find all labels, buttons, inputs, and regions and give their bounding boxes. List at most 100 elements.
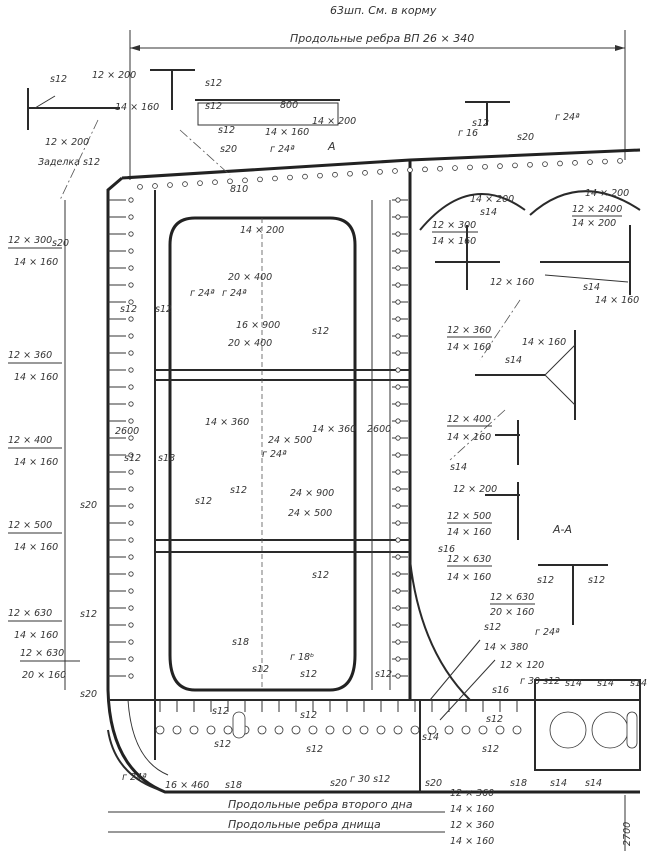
label-r24-a: г 24ª	[270, 144, 295, 155]
detail-top-left	[27, 88, 120, 130]
frame-stiffener-hole	[128, 282, 134, 288]
frame-stiffener-hole	[128, 605, 134, 611]
deck-hole	[332, 171, 338, 178]
double-bottom-hole	[495, 725, 505, 735]
detail-right-1	[540, 225, 631, 295]
label-24x500-a: 24 × 500	[268, 435, 312, 446]
label-24x900: 24 × 900	[290, 488, 334, 499]
deck-holes	[137, 158, 623, 190]
frame-stiffener-hole	[395, 333, 401, 339]
deck-hole	[137, 184, 143, 190]
right-profile-6-top: 12 × 630	[490, 592, 534, 603]
label-s14-i: s14	[550, 778, 567, 789]
deck-hole	[527, 161, 533, 168]
label-14x200-c: 14 × 200	[470, 194, 514, 205]
double-bottom-hole	[172, 725, 182, 735]
bottom-stiff-size-1b: 14 × 160	[450, 804, 494, 815]
frame-stiffener-hole	[395, 282, 401, 288]
frame-stiffener-hole	[395, 197, 401, 203]
deck-hole	[377, 169, 383, 175]
label-14x380: 14 × 380	[484, 642, 528, 653]
double-bottom-hole	[342, 725, 352, 735]
left-profile-4-bottom: 14 × 160	[14, 542, 58, 553]
frame-stiffener-hole	[128, 520, 134, 526]
deck-hole	[467, 164, 473, 171]
detail-right-4	[435, 225, 500, 290]
frame-stiffener-hole	[395, 656, 401, 662]
label-s12-m: s12	[80, 609, 97, 620]
label-2600-b: 2600	[367, 424, 391, 435]
frame-stiffener-hole	[395, 520, 401, 526]
deck-hole	[602, 158, 608, 165]
right-profile-5-top: 12 × 630	[447, 554, 491, 565]
left-profile-1-bottom: 14 × 160	[14, 257, 58, 268]
label-810: 810	[230, 184, 248, 195]
label-s12-b: s12	[205, 78, 222, 89]
right-frame-stiffeners	[392, 197, 408, 679]
bilge-inner	[127, 699, 169, 776]
frame-stiffener-hole	[395, 452, 401, 458]
frame-stiffener-hole	[395, 248, 401, 254]
left-profile-3-bottom: 14 × 160	[14, 457, 58, 468]
bottom-box-openings	[232, 711, 638, 749]
label-s12-r: s12	[212, 706, 229, 717]
frame-stiffener-hole	[128, 248, 134, 254]
label-s12-v: s12	[306, 744, 323, 755]
deck-hole	[572, 160, 578, 166]
left-frame-stiffeners	[108, 197, 134, 679]
deck-hole	[347, 170, 353, 177]
label-s20-b: s20	[517, 132, 534, 143]
frame-stiffener-hole	[128, 571, 134, 577]
left-profile-6-bottom: 20 × 160	[22, 670, 66, 681]
top-dimension-label: Продольные ребра ВП 26 × 340	[290, 32, 474, 45]
deck-hole	[302, 173, 308, 180]
double-bottom-hole	[512, 725, 522, 735]
deck-hole	[257, 176, 263, 183]
bottom-stiff-size-2b: 14 × 160	[450, 836, 494, 847]
detail-top-center	[150, 69, 340, 126]
label-24x500-b: 24 × 500	[288, 508, 332, 519]
label-s12-u: s12	[214, 739, 231, 750]
label-s20-e: s20	[80, 689, 97, 700]
label-16x900: 16 × 900	[236, 320, 280, 331]
deck-hole	[227, 178, 233, 185]
deck-hole	[437, 165, 443, 172]
label-14x160-d: 14 × 160	[522, 337, 566, 348]
label-s12-s: s12	[300, 710, 317, 721]
label-12x120: 12 × 120	[500, 660, 544, 671]
frame-stiffener-hole	[395, 469, 401, 475]
right-profile-3-top: 12 × 400	[447, 414, 491, 425]
label-s20-c: s20	[52, 238, 69, 249]
right-profile-7-top: 12 × 2400	[572, 204, 622, 215]
label-s14-b: s14	[583, 282, 600, 293]
frame-stiffener-hole	[128, 265, 134, 271]
frame-stiffener-hole	[395, 537, 401, 543]
left-profile-2-top: 12 × 360	[8, 350, 52, 361]
label-s14-c: s14	[505, 355, 522, 366]
label-r30: г 30 s12	[520, 676, 560, 687]
frame-stiffener-hole	[128, 622, 134, 628]
deck-hole	[512, 162, 518, 169]
deck-hole	[362, 170, 368, 176]
header-caption: 63шп. См. в корму	[330, 4, 437, 17]
double-bottom-hole	[410, 725, 420, 735]
deck-hole	[392, 168, 398, 174]
label-r24-d: г 24ª	[222, 288, 247, 299]
label-s20-a: s20	[220, 144, 237, 155]
double-bottom-hole	[308, 725, 318, 735]
left-profile-dims: 12 × 300 14 × 160 12 × 360 14 × 160 12 ×…	[8, 200, 80, 690]
frame-stiffener-hole	[395, 265, 401, 271]
label-14x200-d: 14 × 200	[240, 225, 284, 236]
label-s12-t: s12	[486, 714, 503, 725]
double-bottom-hole	[257, 725, 267, 735]
frame-stiffener-hole	[128, 197, 134, 203]
double-bottom-hole	[325, 725, 335, 735]
frame-stiffener-hole	[395, 316, 401, 322]
detail-aa	[538, 564, 608, 625]
deck-hole	[167, 182, 173, 188]
frame-stiffener-hole	[128, 214, 134, 220]
double-bottom-hole	[478, 725, 488, 735]
double-bottom-hole	[189, 725, 199, 735]
deck-hole	[317, 172, 323, 179]
right-profile-1-top: 12 × 300	[432, 220, 476, 231]
